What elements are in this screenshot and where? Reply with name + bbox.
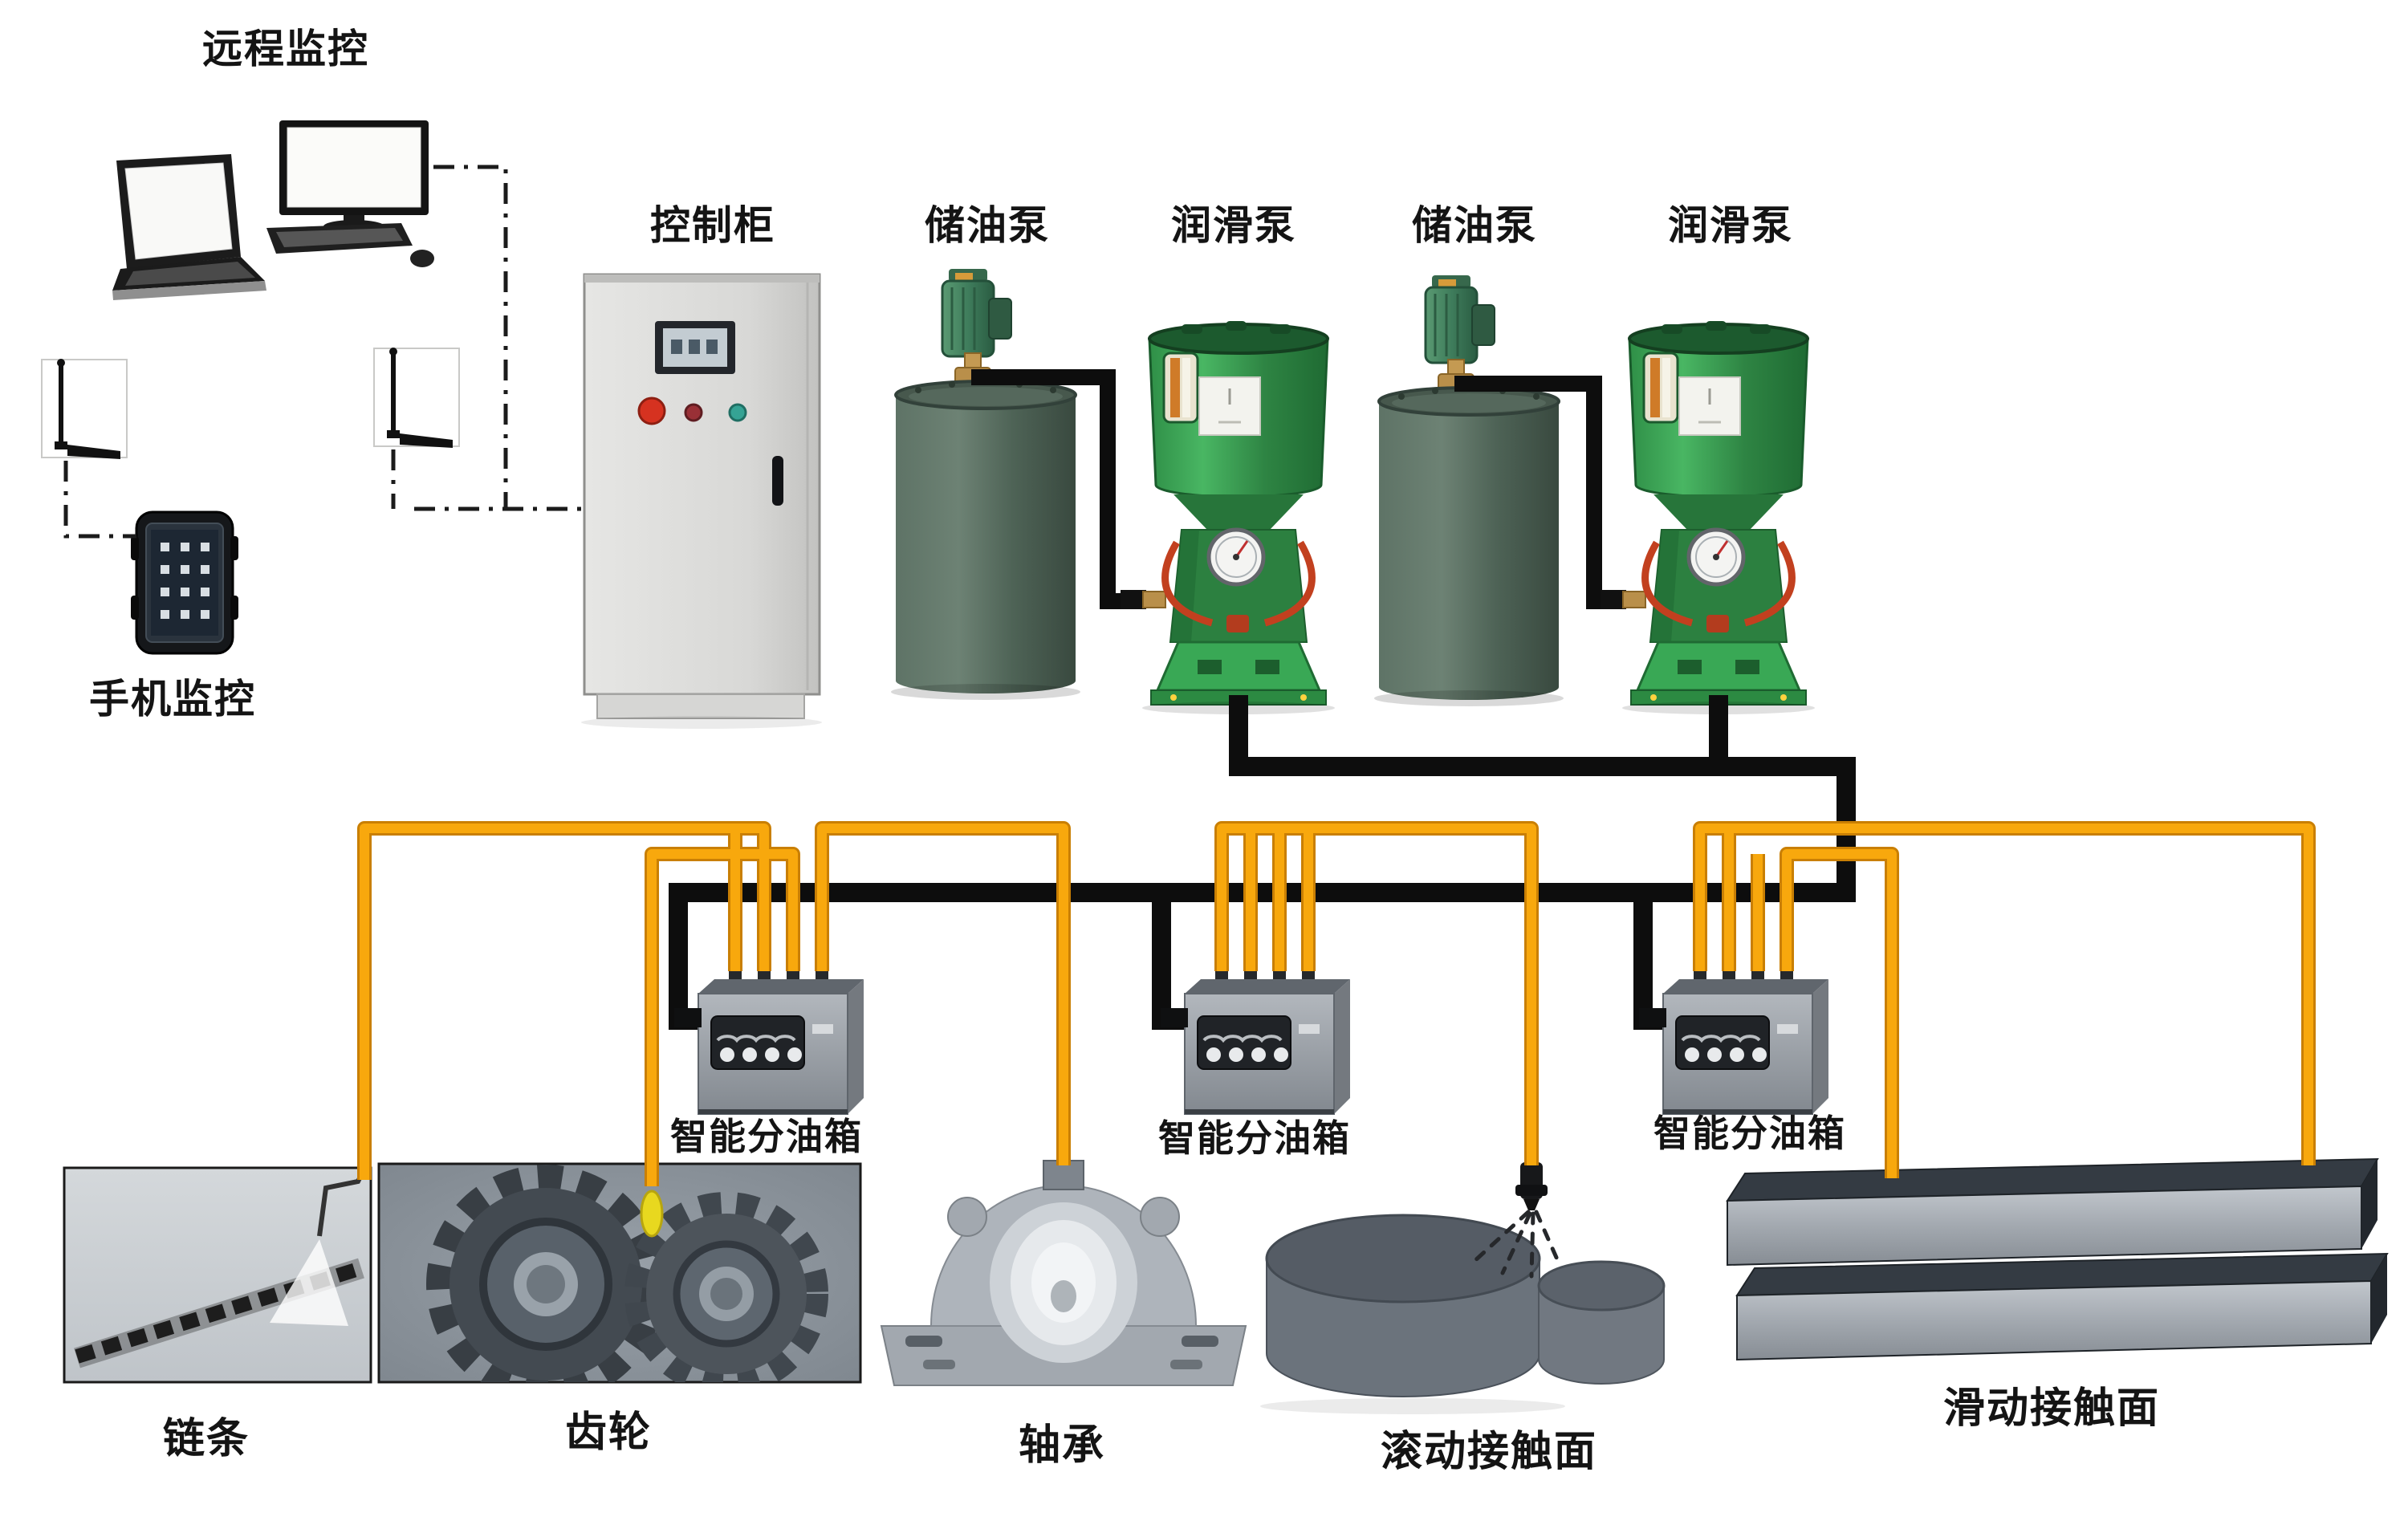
cabinet-darkred-button	[684, 403, 703, 422]
remote-monitoring-computer	[112, 120, 434, 300]
label-lubrication-pump-1: 润滑泵	[1171, 203, 1296, 248]
oil-storage-tank-1	[889, 267, 1082, 702]
label-control-cabinet: 控制柜	[650, 203, 775, 248]
gears-photo	[377, 1162, 862, 1384]
keyboard-icon	[266, 223, 413, 254]
main-grease-lines	[669, 695, 1856, 1030]
oil-drip	[640, 1190, 664, 1238]
smart-distributor-box-3	[1637, 958, 1830, 1116]
label-mobile-monitoring: 手机监控	[89, 677, 256, 722]
spray-nozzle	[1471, 1162, 1563, 1279]
oil-storage-tank-2	[1373, 274, 1565, 708]
signal-antenna-2	[373, 348, 460, 448]
label-remote-monitoring: 远程监控	[202, 26, 369, 71]
smart-distributor-box-2	[1159, 958, 1352, 1116]
label-chain: 链条	[163, 1416, 250, 1462]
label-smart-distributor-3: 智能分油箱	[1653, 1113, 1846, 1154]
desktop-monitor-icon	[279, 120, 429, 233]
laptop-icon	[112, 154, 266, 300]
label-smart-distributor-1: 智能分油箱	[670, 1116, 863, 1157]
cabinet-teal-button	[728, 403, 747, 422]
label-rolling-contact: 滚动接触面	[1381, 1429, 1597, 1475]
chain-photo	[63, 1166, 372, 1384]
mouse-icon	[410, 250, 434, 267]
rolling-contact-discs	[1260, 1214, 1666, 1414]
gear-large	[426, 1165, 665, 1382]
label-lubrication-pump-2: 润滑泵	[1668, 203, 1793, 248]
label-bearing: 轴承	[1019, 1422, 1105, 1469]
signal-antenna-1	[41, 359, 128, 459]
lubrication-pump-1	[1121, 321, 1335, 714]
label-smart-distributor-2: 智能分油箱	[1158, 1118, 1351, 1159]
gear-small	[624, 1192, 828, 1382]
smart-distributor-box-1	[673, 958, 865, 1116]
label-sliding-contact: 滑动接触面	[1943, 1385, 2160, 1432]
label-gear: 齿轮	[565, 1409, 652, 1456]
sliding-contact-rails	[1726, 1157, 2389, 1361]
rail-upper	[1726, 1157, 2379, 1267]
control-cabinet	[581, 273, 822, 729]
mobile-tablet-icon	[131, 510, 238, 655]
label-oil-storage-pump-1: 储油泵	[925, 203, 1050, 248]
cabinet-door-handle	[772, 456, 783, 506]
label-oil-storage-pump-2: 储油泵	[1412, 203, 1537, 248]
wireless-link-lines	[63, 165, 584, 539]
rail-lower	[1735, 1252, 2389, 1361]
lubrication-pump-2	[1601, 321, 1815, 714]
bearing-block	[880, 1160, 1247, 1386]
cabinet-red-button	[637, 397, 666, 425]
